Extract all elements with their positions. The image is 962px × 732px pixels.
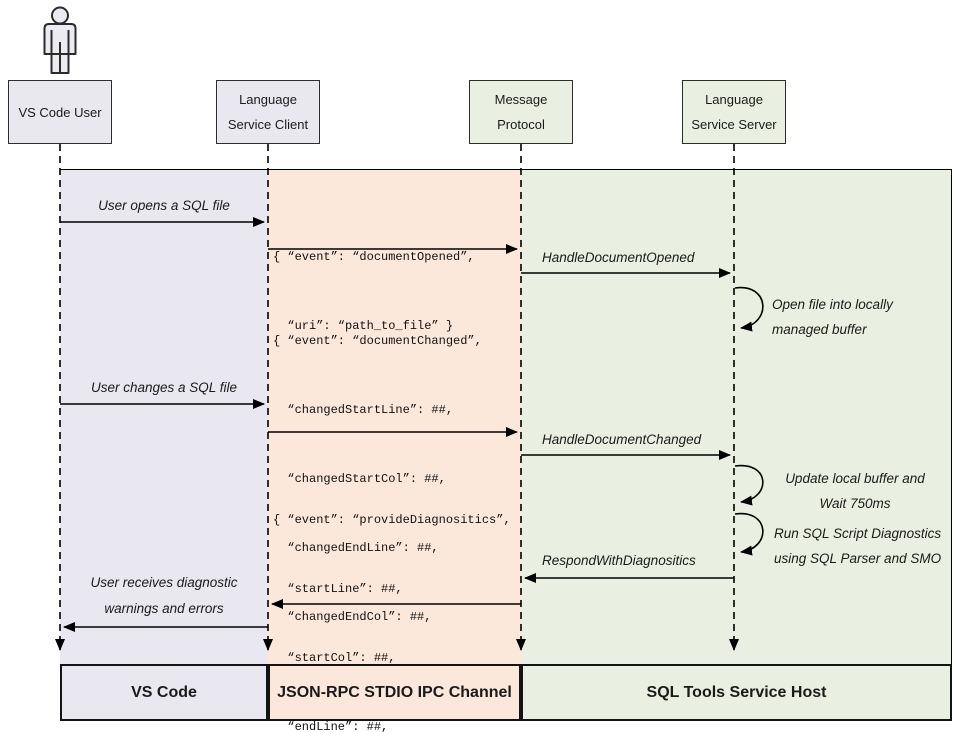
message-label-user-opens: User opens a SQL file (98, 198, 230, 213)
note-open-buffer: Open file into locally managed buffer (772, 292, 893, 342)
payload-line: “endLine”: ##, (273, 720, 389, 732)
payload-line: “changedStartCol”: ##, (273, 472, 446, 486)
actor-label: Service Server (691, 117, 777, 132)
note-line: Wait 750ms (819, 496, 891, 511)
message-label-handle-document-changed: HandleDocumentChanged (542, 432, 702, 447)
actor-label: Message (494, 92, 548, 107)
footer-label: JSON-RPC STDIO IPC Channel (277, 683, 512, 701)
json-payload-provide-diagnostics: { “event”: “provideDiagnositics”, “start… (273, 463, 511, 732)
actor-box-vscode-user: VS Code User (8, 80, 112, 144)
note-update-wait: Update local buffer and Wait 750ms (772, 466, 938, 516)
json-payload-document-opened: { “event”: “documentOpened”, “uri”: “pat… (273, 200, 475, 384)
payload-line: “startCol”: ##, (273, 651, 396, 665)
self-loop-open-buffer (734, 286, 764, 332)
actor-label: Language (239, 92, 297, 107)
self-loop-update-buffer (734, 464, 764, 506)
note-line: Update local buffer and (785, 471, 925, 486)
note-line: using SQL Parser and SMO (774, 551, 942, 566)
footer-box-sql-tools-service-host: SQL Tools Service Host (521, 664, 952, 721)
payload-line: { “event”: “provideDiagnositics”, (273, 513, 511, 527)
note-line: Run SQL Script Diagnostics (774, 526, 942, 541)
message-label-line: User receives diagnostic (90, 575, 238, 590)
note-line: managed buffer (772, 322, 867, 337)
note-line: Open file into locally (772, 297, 893, 312)
actor-label: VS Code User (18, 104, 102, 120)
payload-line: “changedStartLine”: ##, (273, 403, 454, 417)
actor-box-message-protocol: Message Protocol (469, 80, 573, 144)
actor-box-language-service-client: Language Service Client (216, 80, 320, 144)
payload-line: { “event”: “documentChanged”, (273, 334, 482, 348)
footer-box-vscode: VS Code (60, 664, 268, 721)
note-run-diagnostics: Run SQL Script Diagnostics using SQL Par… (774, 521, 941, 571)
actor-label: Service Client (227, 117, 309, 132)
actor-label: Language (705, 92, 763, 107)
payload-line: “changedEndCol”: ##, (273, 610, 432, 624)
message-label-line: warnings and errors (104, 601, 224, 616)
footer-box-json-rpc-channel: JSON-RPC STDIO IPC Channel (268, 664, 521, 721)
lane-json-rpc-channel (268, 170, 521, 664)
payload-line: { “event”: “documentOpened”, (273, 250, 475, 264)
self-loop-run-diagnostics (734, 512, 764, 556)
lane-top-border (60, 168, 952, 171)
payload-line: “changedEndLine”: ##, (273, 541, 439, 555)
message-label-user-receives: User receives diagnostic warnings and er… (60, 570, 268, 622)
footer-label: SQL Tools Service Host (646, 683, 827, 701)
payload-line: “startLine”: ##, (273, 582, 403, 596)
lane-vscode (60, 170, 268, 664)
actor-box-language-service-server: Language Service Server (682, 80, 786, 144)
json-payload-document-changed: { “event”: “documentChanged”, “changedSt… (273, 284, 503, 732)
lane-sql-tools-host (521, 170, 952, 664)
message-label-user-changes: User changes a SQL file (90, 380, 238, 395)
footer-label: VS Code (131, 683, 197, 701)
person-outline-icon (43, 6, 77, 74)
actor-label: Protocol (497, 117, 545, 132)
message-label-respond-with-diagnostics: RespondWithDiagnositics (542, 553, 696, 568)
message-label-handle-document-opened: HandleDocumentOpened (542, 250, 695, 265)
payload-line: “uri”: “path_to_file” } (273, 319, 454, 333)
